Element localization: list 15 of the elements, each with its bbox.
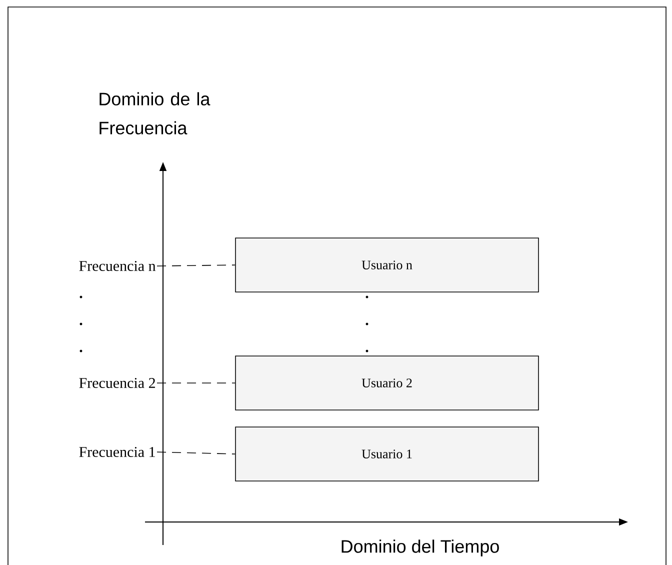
user-box: Usuario 1 [235,426,539,482]
axis-title: Dominio de la Frecuencia [100,92,210,134]
dot: . [366,322,368,326]
axis-title: Dominio del Tiempo [342,540,499,556]
frequency-label: Frecuencia 2 [79,378,155,388]
dot: . [80,322,82,326]
dashed-line [156,264,236,266]
frequency-label: Frecuencia 1 [79,446,155,458]
user-box: Usuario 2 [235,356,539,410]
dot: . [80,350,82,352]
dashed-line [156,382,236,384]
user-box: Usuario n [235,238,539,292]
dashed-line [156,452,236,454]
frequency-label: Frecuencia n [79,260,156,272]
dot: . [80,296,82,298]
